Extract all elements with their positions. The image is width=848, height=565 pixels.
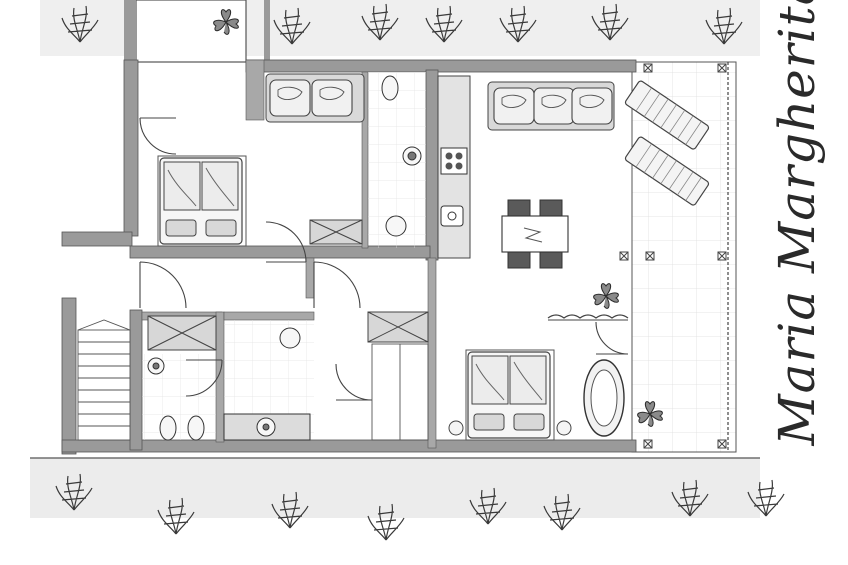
- sliding-cabinet: [371, 343, 429, 441]
- deck-posts: [619, 63, 727, 449]
- bed-right: [448, 349, 572, 441]
- dining-set: [501, 199, 569, 269]
- planter-partition: [547, 314, 629, 319]
- door-swings: [139, 117, 629, 401]
- bed-left: [157, 155, 247, 247]
- kitchen-counter: [437, 75, 471, 259]
- bottom-ground-band: [30, 458, 760, 518]
- plan-title-text: Maria Margherita: [768, 0, 826, 446]
- upper-wall-left: [124, 0, 136, 60]
- exterior-walls: [61, 59, 637, 455]
- upper-wall-right: [264, 0, 270, 60]
- staircase: [77, 319, 131, 441]
- bedroom-sofa: [265, 73, 365, 123]
- bathtub: [583, 359, 625, 437]
- bath-fixtures: [147, 75, 422, 441]
- living-sofa: [487, 81, 615, 131]
- wardrobes: [147, 219, 429, 351]
